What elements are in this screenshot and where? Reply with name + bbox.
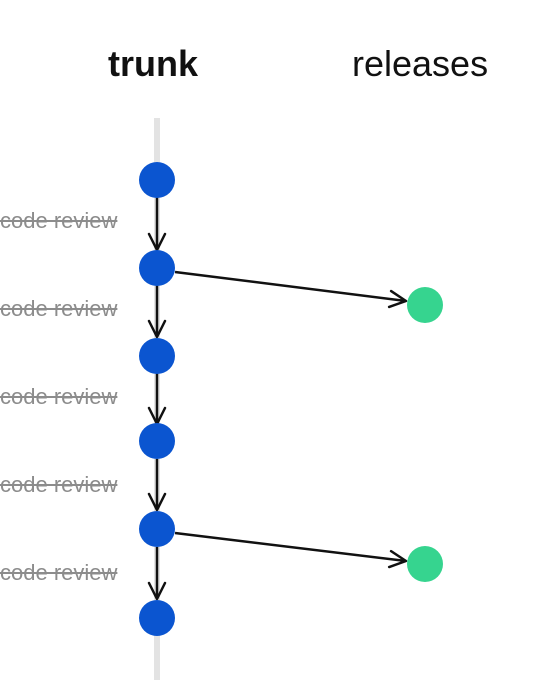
releases-header: releases: [352, 43, 489, 84]
release-arrow-1: [174, 270, 408, 309]
code-review-label-2: code review: [0, 296, 118, 321]
trunk-commit-4: [139, 423, 175, 459]
release-arrow-2: [174, 531, 408, 569]
trunk-commit-2: [139, 250, 175, 286]
release-node-1: [407, 287, 443, 323]
trunk-header: trunk: [108, 43, 198, 84]
trunk-commit-3: [139, 338, 175, 374]
code-review-label-5: code review: [0, 560, 118, 585]
trunk-commit-6: [139, 600, 175, 636]
code-review-label-4: code review: [0, 472, 118, 497]
trunk-commit-1: [139, 162, 175, 198]
code-review-label-1: code review: [0, 208, 118, 233]
release-node-2: [407, 546, 443, 582]
code-review-label-3: code review: [0, 384, 118, 409]
trunk-commit-5: [139, 511, 175, 547]
